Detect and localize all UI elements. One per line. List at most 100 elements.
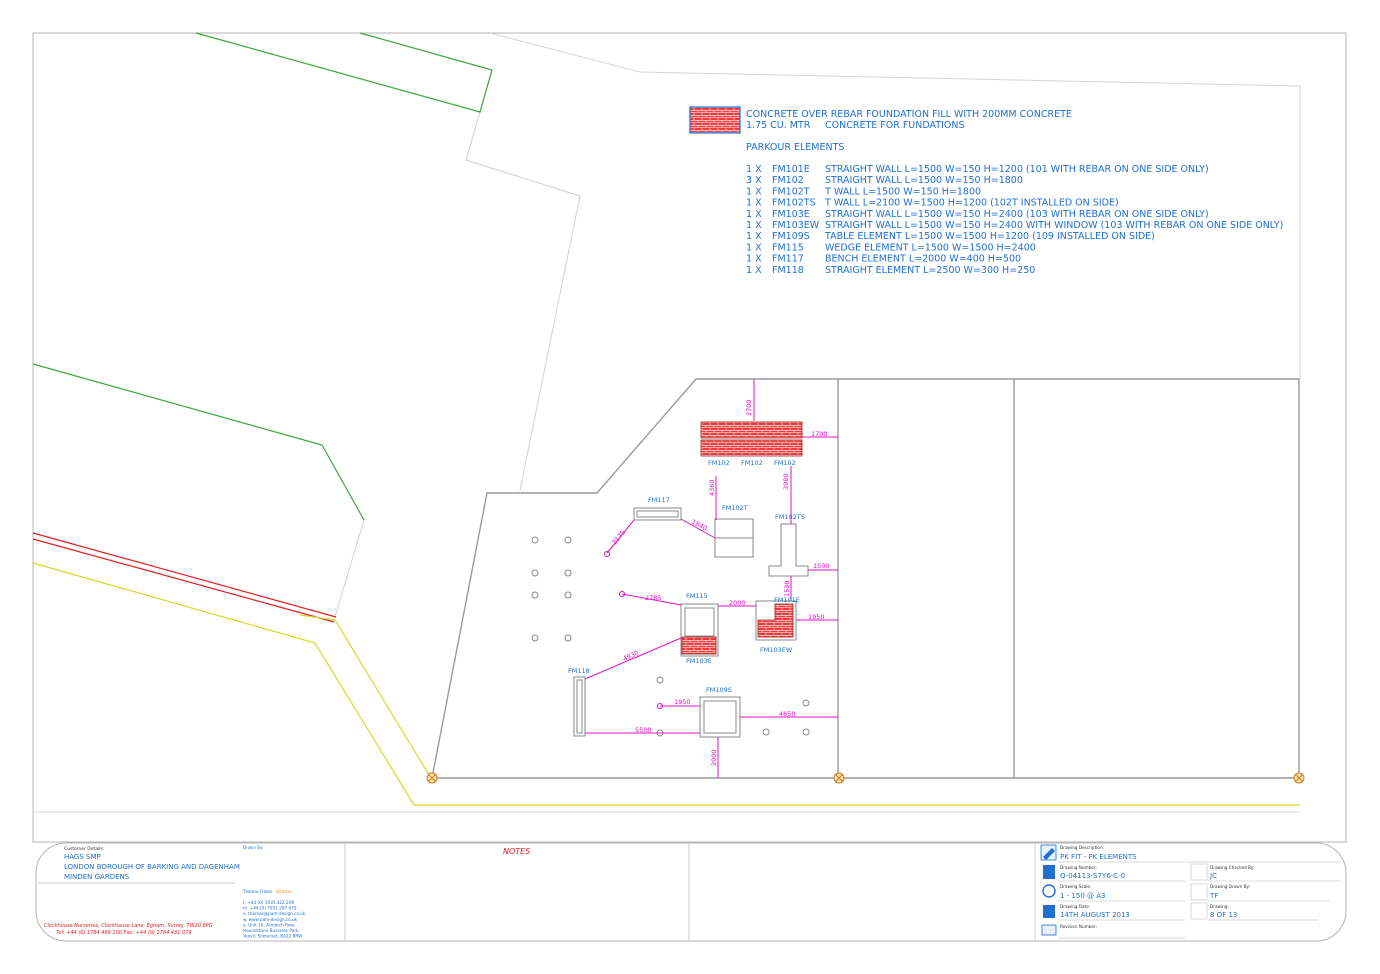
sheet-caption: Drawing: [1210,904,1229,909]
scale-icon [1042,884,1056,898]
label-fm115: FM115 [686,592,708,600]
red-boundary-line [32,532,337,623]
drawing-date: 14TH AUGUST 2013 [1060,911,1130,919]
legend-item-desc: T WALL L=2100 W=1500 H=1200 (102T INSTAL… [824,198,1119,209]
legend-item-code: FM102 [772,175,804,186]
label-fm109s: FM109S [706,686,732,694]
dim-2785: 2785 [645,594,662,602]
customer-line-1: HAGS SMP [64,853,101,861]
drawn-by: TF [1209,892,1218,900]
legend-item-code: FM115 [772,242,804,253]
title-block: Customer Details: HAGS SMP LONDON BOROUG… [35,842,1347,942]
yellow-boundary-line [32,562,1300,806]
sheet-number: 8 OF 13 [1210,911,1237,919]
label-fm103ew: FM103EW [760,646,793,654]
title-block-icons [1040,844,1057,936]
dim-2000-a: 2000 [729,599,746,607]
dim-1500: 1500 [813,562,830,570]
green-boundary-line [32,32,493,521]
legend-items: 1 X FM101E STRAIGHT WALL L=1500 W=150 H=12… [746,164,1283,276]
label-fm118: FM118 [568,667,590,675]
label-fm101e: FM101E [774,596,800,604]
dim-4650: 4650 [779,710,796,718]
dim-3980: 3980 [782,473,790,490]
legend-item-qty: 1 X [746,231,762,242]
drawing-description: PK FIT - PK ELEMENTS [1060,853,1137,861]
dim-1700: 1700 [811,430,828,438]
legend-line-2: CONCRETE FOR FUNDATIONS [825,120,965,131]
dim-1840: 1840 [690,518,708,533]
customer-line-2: LONDON BOROUGH OF BARKING AND DAGENHAM [64,863,240,871]
drawing-frame [32,32,1347,843]
fm117-element [633,507,682,521]
contact-line: e. thomas@pam-design.co.uk [243,911,306,916]
legend-item-code: FM117 [772,254,804,265]
revision-caption: Revision Number: [1060,924,1097,929]
revision-icon [1041,924,1057,936]
legend-item-qty: 1 X [746,265,762,276]
customer-line-3: MINDEN GARDENS [64,873,130,881]
description-caption: Drawing Description: [1060,845,1104,850]
notes-title: NOTES [503,847,530,856]
legend-heading: PARKOUR ELEMENTS [746,142,844,153]
designer-name: Thomas Fraker [242,889,273,894]
dim-4360: 4360 [708,479,716,496]
label-fm102-c: FM102 [774,459,796,467]
legend-line-1: CONCRETE OVER REBAR FOUNDATION FILL WITH… [746,109,1072,120]
legend-item-qty: 3 X [746,175,762,186]
legend-item-desc: STRAIGHT WALL L=1500 W=150 H=1200 (101 W… [825,164,1209,175]
customer-caption: Customer Details: [64,846,104,852]
contact-line: m. +44 (0) 7931 287 675 [243,906,297,911]
legend-item-desc: STRAIGHT ELEMENT L=2500 W=300 H=250 [825,265,1035,276]
legend-qty: 1.75 CU. MTR [746,120,811,131]
legend-item-qty: 1 X [746,254,762,265]
legend-item-desc: STRAIGHT WALL L=1500 W=150 H=1800 [825,175,1023,186]
checked-caption: Drawing Checked By: [1210,865,1255,870]
legend-item-desc: BENCH ELEMENT L=2000 W=400 H=500 [825,254,1021,265]
rebar-foundations [681,421,803,655]
legend-item-qty: 1 X [746,186,762,197]
contact-line: Houndstone Business Park, [243,928,300,933]
dim-1950-b: 1950 [674,698,691,706]
drawing-number: Q-04113-S7Y6-C-0 [1060,872,1125,880]
legend-item-code: FM102TS [772,198,816,209]
legend-item-code: FM109S [772,231,810,242]
dimension-lines [584,379,838,778]
legend-item-code: FM102T [772,186,810,197]
site-context-lines [33,32,1301,813]
label-fm102-a: FM102 [708,459,730,467]
dim-4930: 4930 [622,649,640,663]
contact-line: Yeovil, Somerset, BA22 8RW [242,934,302,939]
legend-item-qty: 1 X [746,242,762,253]
legend-item-code: FM103EW [772,220,820,231]
dim-1530: 1530 [783,580,791,597]
legend-item-code: FM103E [772,209,810,220]
drawn-by-caption: Drawn By: [243,845,263,850]
contact-line: a. Unit 10, Armtech Row, [243,922,295,927]
lamp-icon [426,772,1305,784]
legend-item-qty: 1 X [746,164,762,175]
rebar-legend-swatch [689,106,741,134]
drawing-number-icon [1043,865,1055,879]
legend-item-desc: TABLE ELEMENT L=1500 W=1500 H=1200 (109 … [824,231,1155,242]
dim-2000-b: 2000 [710,749,718,766]
label-fm102t: FM102T [722,504,748,512]
label-fm103e: FM103E [686,657,712,665]
dim-2700: 2700 [745,399,753,416]
checked-by: JC [1209,872,1217,880]
legend-item-code: FM101E [772,164,810,175]
fm109s-element [699,696,741,738]
element-labels: FM102 FM102 FM102 FM117 FM102T FM102TS F… [568,459,805,694]
number-caption: Drawing Number: [1060,865,1097,870]
dimension-ticks [604,551,663,709]
drawn-caption: Drawing Drawn By: [1210,884,1250,889]
fm115-element [680,603,719,657]
contact-line: t. +44 (0) 1935 422 208 [243,900,294,905]
legend-item-desc: T WALL L=1500 W=150 H=1800 [824,186,981,197]
play-area-outline [431,378,1300,779]
legend-item-desc: STRAIGHT WALL L=1500 W=150 H=2400 (103 W… [825,209,1209,220]
legend-item-code: FM118 [772,265,804,276]
dim-1950-a: 1950 [808,613,825,621]
